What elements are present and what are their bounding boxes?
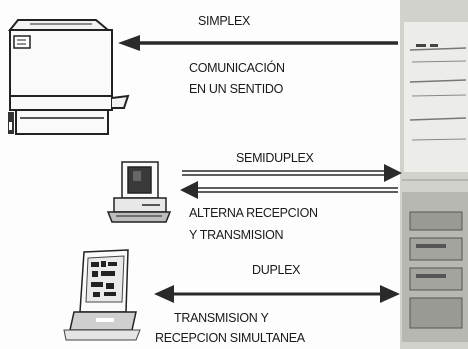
simplex-mode-label: SIMPLEX (198, 13, 250, 30)
simplex-description-line1: COMUNICACIÓN (189, 60, 285, 77)
printer-icon (8, 20, 128, 134)
duplex-arrow (154, 285, 400, 303)
duplex-mode-label: DUPLEX (252, 262, 300, 279)
semiduplex-description-line1: ALTERNA RECEPCION (189, 205, 318, 222)
semiduplex-arrow-return (180, 181, 398, 199)
mainframe-icon (400, 0, 468, 349)
simplex-description-line2: EN UN SENTIDO (189, 81, 283, 98)
computer-icon (108, 162, 170, 222)
semiduplex-mode-label: SEMIDUPLEX (236, 150, 314, 167)
duplex-description-line2: RECEPCION SIMULTANEA (155, 330, 305, 347)
terminal-icon (64, 250, 140, 340)
simplex-arrow (118, 35, 398, 51)
duplex-description-line1: TRANSMISION Y (174, 310, 269, 327)
semiduplex-description-line2: Y TRANSMISION (189, 227, 283, 244)
